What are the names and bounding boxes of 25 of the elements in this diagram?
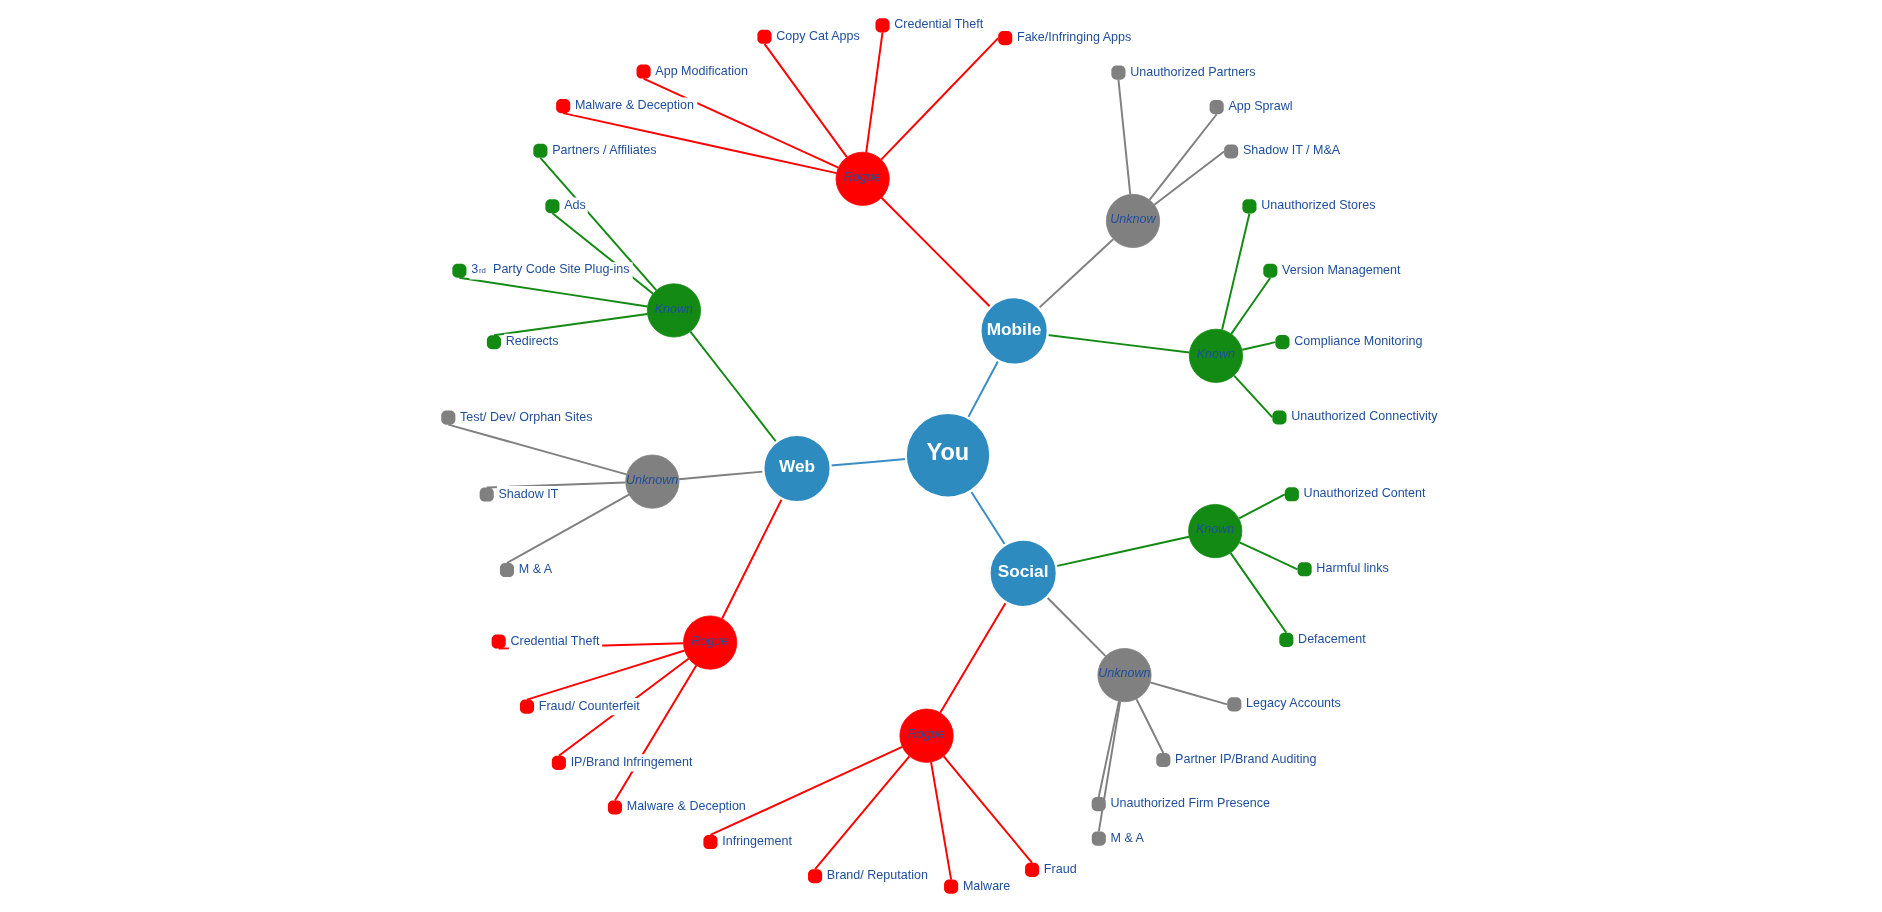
node-label: Unauthorized Connectivity xyxy=(1290,409,1437,424)
node-label: Shadow IT / M&A xyxy=(1242,143,1340,158)
node-label: Compliance Monitoring xyxy=(1293,334,1422,349)
node-label: App Sprawl xyxy=(1227,99,1293,114)
node-label: Fake/Infringing Apps xyxy=(1016,30,1131,45)
node-label: Fraud xyxy=(1043,861,1077,876)
node-label: Unauthorized Firm Presence xyxy=(1109,796,1270,811)
node-label: Brand/ Reputation xyxy=(826,868,928,883)
node-label: Malware & Deception xyxy=(626,799,746,814)
node-label: Malware xyxy=(962,878,1010,893)
node-label: Legacy Accounts xyxy=(1245,696,1341,711)
node-label: M & A xyxy=(1110,830,1144,845)
node-label: Defacement xyxy=(1297,631,1366,646)
node-label: Unauthorized Content xyxy=(1303,486,1426,501)
node-label: Unauthorized Partners xyxy=(1129,64,1256,79)
node-label: Partners / Affiliates xyxy=(551,142,656,157)
node-label: App Modification xyxy=(654,63,748,78)
node-label: M & A xyxy=(518,562,552,577)
node-label: Harmful links xyxy=(1315,561,1389,576)
node-label: Copy Cat Apps xyxy=(775,28,860,43)
node-label: Credential Theft xyxy=(893,17,983,32)
node-label: Unauthorized Stores xyxy=(1260,198,1375,213)
node-label: Partner IP/Brand Auditing xyxy=(1174,752,1317,767)
node-label: Infringement xyxy=(721,834,792,849)
node-label: Version Management xyxy=(1281,262,1401,277)
